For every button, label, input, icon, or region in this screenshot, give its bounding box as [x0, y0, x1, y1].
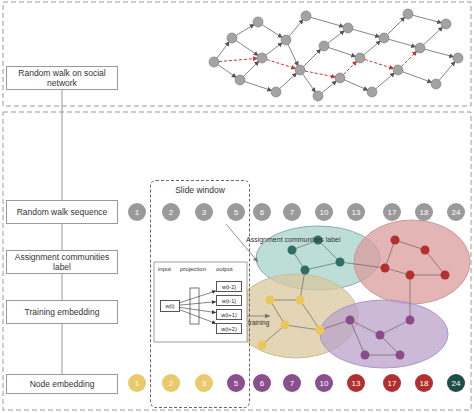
node-label: Random walk sequence	[17, 207, 108, 217]
connector-line	[62, 324, 63, 374]
node-label: w(t-2)	[222, 284, 236, 290]
node-label: 10	[320, 208, 329, 217]
sequence-node: 6	[253, 203, 271, 221]
random-walk-path	[214, 48, 420, 78]
connector-line	[180, 291, 216, 303]
community-graph	[234, 220, 470, 374]
node-label: w(t)	[165, 303, 174, 309]
word-box: w(t-2)	[216, 281, 242, 292]
annotation-label: Assignment communities label	[246, 236, 341, 243]
training-arrow	[247, 316, 270, 317]
node-label: 7	[290, 208, 294, 217]
node-label: 7	[290, 379, 294, 388]
node-label: Node embedding	[30, 379, 95, 389]
sequence-node: 10	[315, 203, 333, 221]
sequence-node: 7	[283, 374, 301, 392]
node-label: 1	[135, 208, 139, 217]
node-label: 18	[420, 379, 429, 388]
social-network	[214, 14, 458, 96]
sequence-node: 5	[227, 374, 245, 392]
node-label: 3	[202, 208, 206, 217]
sequence-node: 2	[162, 374, 180, 392]
process-box: Node embedding	[6, 374, 118, 394]
node-label: 24	[452, 208, 461, 217]
annotation-label: input	[158, 266, 171, 272]
annotation-label: training	[248, 319, 269, 326]
node-label: w(t-1)	[222, 298, 236, 304]
slide-window: Slide window 2 3 5 w(t) w(t-2) w(t-1) w(t+1) w(t…	[150, 180, 250, 408]
word-box: w(t+1)	[216, 309, 242, 320]
node-label: 17	[388, 208, 397, 217]
process-box: Training embedding	[6, 300, 118, 324]
sequence-node: 7	[283, 203, 301, 221]
process-box: Random walk sequence	[6, 200, 118, 224]
sequence-node: 17	[383, 374, 401, 392]
section-frame	[3, 112, 471, 410]
node-label: Assignment communities label	[10, 252, 114, 272]
annotation-label: output	[216, 266, 233, 272]
node-label: 6	[260, 379, 264, 388]
projection-layer	[190, 288, 199, 324]
sequence-node: 3	[195, 374, 213, 392]
sequence-node: 13	[347, 203, 365, 221]
sequence-node: 1	[128, 374, 146, 392]
sequence-node: 6	[253, 374, 271, 392]
node-label: 17	[388, 379, 397, 388]
node-label: 6	[260, 208, 264, 217]
sequence-node: 18	[415, 203, 433, 221]
pointer-line	[226, 224, 258, 262]
sequence-node: 3	[195, 203, 213, 221]
connector-line	[180, 310, 216, 324]
sequence-node: 13	[347, 374, 365, 392]
node-label: w(t+1)	[221, 312, 236, 318]
node-label: 5	[234, 379, 238, 388]
node-label: 13	[352, 379, 361, 388]
process-box: Assignment communities label	[6, 250, 118, 274]
sequence-node: 2	[162, 203, 180, 221]
node-label: 18	[420, 208, 429, 217]
node-label: 2	[169, 379, 173, 388]
sequence-node: 17	[383, 203, 401, 221]
node-label: Training embedding	[25, 307, 100, 317]
node-label: 5	[234, 208, 238, 217]
node-label: 24	[452, 379, 461, 388]
sequence-node: 5	[227, 203, 245, 221]
node-label: 10	[320, 379, 329, 388]
process-box: Random walk on social network	[6, 66, 118, 90]
sequence-node: 24	[447, 203, 465, 221]
node-label: w(t+2)	[221, 326, 236, 332]
annotation-label: projection	[180, 266, 206, 272]
node-label: 3	[202, 379, 206, 388]
node-label: 13	[352, 208, 361, 217]
connector-line	[180, 307, 216, 312]
network-vertex	[209, 9, 463, 101]
connector-line	[62, 90, 63, 200]
word-box: w(t+2)	[216, 323, 242, 334]
connector-line	[62, 274, 63, 300]
section-frame	[3, 2, 471, 106]
word-box: w(t)	[160, 300, 180, 312]
skip-gram-panel	[154, 262, 247, 342]
sequence-node: 1	[128, 203, 146, 221]
connector-line	[180, 302, 216, 305]
connector-line	[62, 224, 63, 250]
node-label: 2	[169, 208, 173, 217]
node-label: Random walk on social network	[10, 68, 114, 88]
node-label: 1	[135, 379, 139, 388]
sequence-node: 18	[415, 374, 433, 392]
sequence-node: 10	[315, 374, 333, 392]
word-box: w(t-1)	[216, 295, 242, 306]
node-label: Slide window	[151, 185, 249, 195]
sequence-node: 24	[447, 374, 465, 392]
